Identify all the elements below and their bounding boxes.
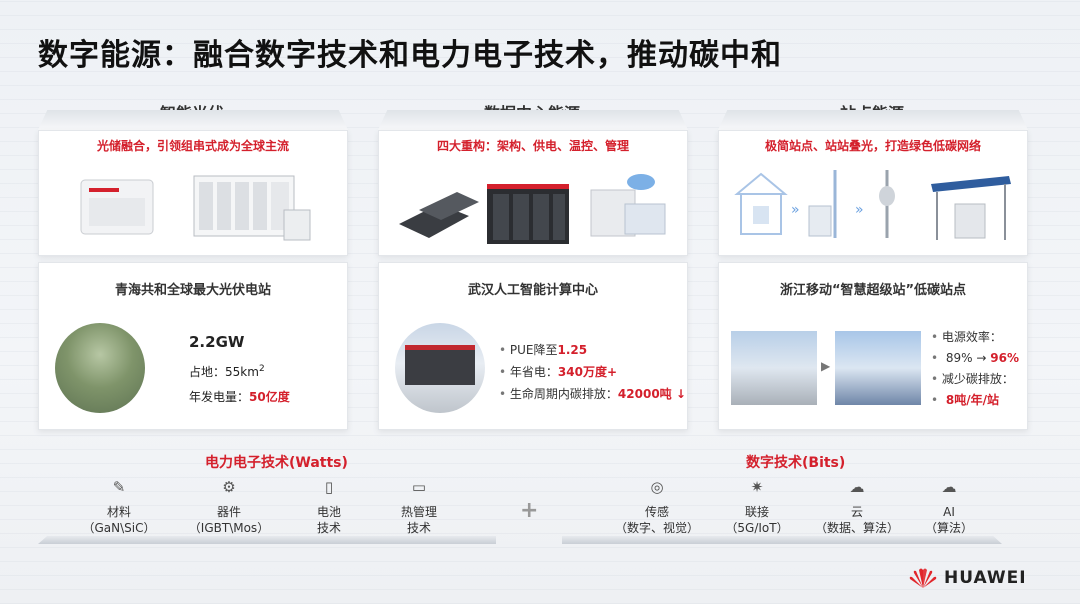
pv-case-card: 青海共和全球最大光伏电站 2.2GW 占地：55km2 年发电量：50亿度 [38,262,348,430]
dc-stat-pue: PUE降至1.25 [499,339,686,361]
dc-stats-list: PUE降至1.25 年省电：340万度+ 生命周期内碳排放：42000吨 ↓ [499,339,686,405]
arrow-icon: » [855,202,864,218]
tower-site-illustration [808,170,837,238]
thermal-icon: ▭ [411,478,427,496]
chip-material-icon: ✎ [112,478,126,496]
device-icon: ⚙ [222,478,236,496]
pv-case-title: 青海共和全球最大光伏电站 [114,283,271,298]
pv-subtitle: 光储融合，引领组串式成为全球主流 [96,139,289,153]
site-stat-carbon: 减少碳排放： [931,369,1019,390]
site-evolution-image: » » [734,170,1011,240]
dc-case-title: 武汉人工智能计算中心 [467,283,598,298]
storage-cabinet-illustration [193,175,311,241]
tech-item-thermal: ▭ 热管理技术 [400,478,437,535]
arrow-right-icon: ▶ [821,359,831,373]
column-tab-pv [38,110,348,130]
pv-plant-photo [55,323,145,413]
pv-products-image [80,175,311,241]
dc-building-photo [395,323,485,413]
power-electronics-title: 电力电子技术(Watts) [205,455,348,471]
site-stats-list: 电源效率： 89% → 96% 减少碳排放： 8吨/年/站 [931,327,1019,411]
power-module-illustration [399,192,479,238]
plus-sign: + [520,498,539,523]
column-tab-dc [378,110,688,130]
site-subtitle: 极简站点、站站叠光，打造绿色低碳网络 [764,139,981,153]
dc-subtitle: 四大重构：架构、供电、温控、管理 [436,139,629,153]
site-before-photo [731,331,817,405]
site-top-card: 极简站点、站站叠光，打造绿色低碳网络 » » [718,130,1028,256]
pole-site-illustration [879,170,895,238]
house-site-illustration [734,172,788,235]
digital-tech-title: 数字技术(Bits) [746,455,846,471]
tech-item-sensing: ◎ 传感（数字、视觉） [614,478,699,535]
dc-products-image [399,174,666,244]
site-case-card: 浙江移动“智慧超级站”低碳站点 ▶ 电源效率： 89% → 96% 减少碳排放：… [718,262,1028,430]
ai-icon: ☁ [941,478,957,496]
column-tab-site [718,110,1028,130]
tech-item-connectivity: ✷ 联接（5G/IoT） [725,478,789,535]
dc-stat-carbon: 生命周期内碳排放：42000吨 ↓ [499,383,686,405]
huawei-wordmark: HUAWEI [944,568,1027,588]
tech-item-ai: ☁ AI（算法） [924,478,973,535]
site-case-title: 浙江移动“智慧超级站”低碳站点 [779,283,967,298]
connect-icon: ✷ [750,478,764,496]
page-title: 数字能源：融合数字技术和电力电子技术，推动碳中和 [38,38,782,73]
huawei-flower-icon [909,568,937,588]
dc-top-card: 四大重构：架构、供电、温控、管理 [378,130,688,256]
tech-item-cloud: ☁ 云（数据、算法） [814,478,899,535]
pv-annual-generation: 年发电量：50亿度 [189,390,290,404]
site-stat-efficiency: 电源效率： [931,327,1019,348]
server-rack-illustration [487,184,569,244]
arrow-icon: » [791,202,800,218]
site-stat-efficiency-value: 89% → 96% [931,348,1019,369]
cloud-icon: ☁ [849,478,865,496]
site-stat-carbon-value: 8吨/年/站 [931,390,1019,411]
dc-stat-power-saving: 年省电：340万度+ [499,361,686,383]
pv-area: 占地：55km2 [189,364,265,379]
site-after-photo [835,331,921,405]
digital-tech-base [562,536,1002,544]
inverter-illustration [80,179,154,235]
tech-item-material: ✎ 材料（GaN\SiC） [82,478,156,535]
prefab-datacenter-illustration [590,174,666,237]
power-electronics-base [38,536,496,544]
solar-shelter-illustration [931,176,1011,240]
pv-capacity: 2.2GW [189,333,245,351]
sensor-icon: ◎ [650,478,664,496]
dc-case-card: 武汉人工智能计算中心 PUE降至1.25 年省电：340万度+ 生命周期内碳排放… [378,262,688,430]
tech-item-battery: ▯ 电池技术 [316,478,341,535]
pv-top-card: 光储融合，引领组串式成为全球主流 [38,130,348,256]
battery-icon: ▯ [324,478,334,496]
tech-item-device: ⚙ 器件（IGBT\Mos） [188,478,270,535]
huawei-logo: HUAWEI [908,566,1027,590]
